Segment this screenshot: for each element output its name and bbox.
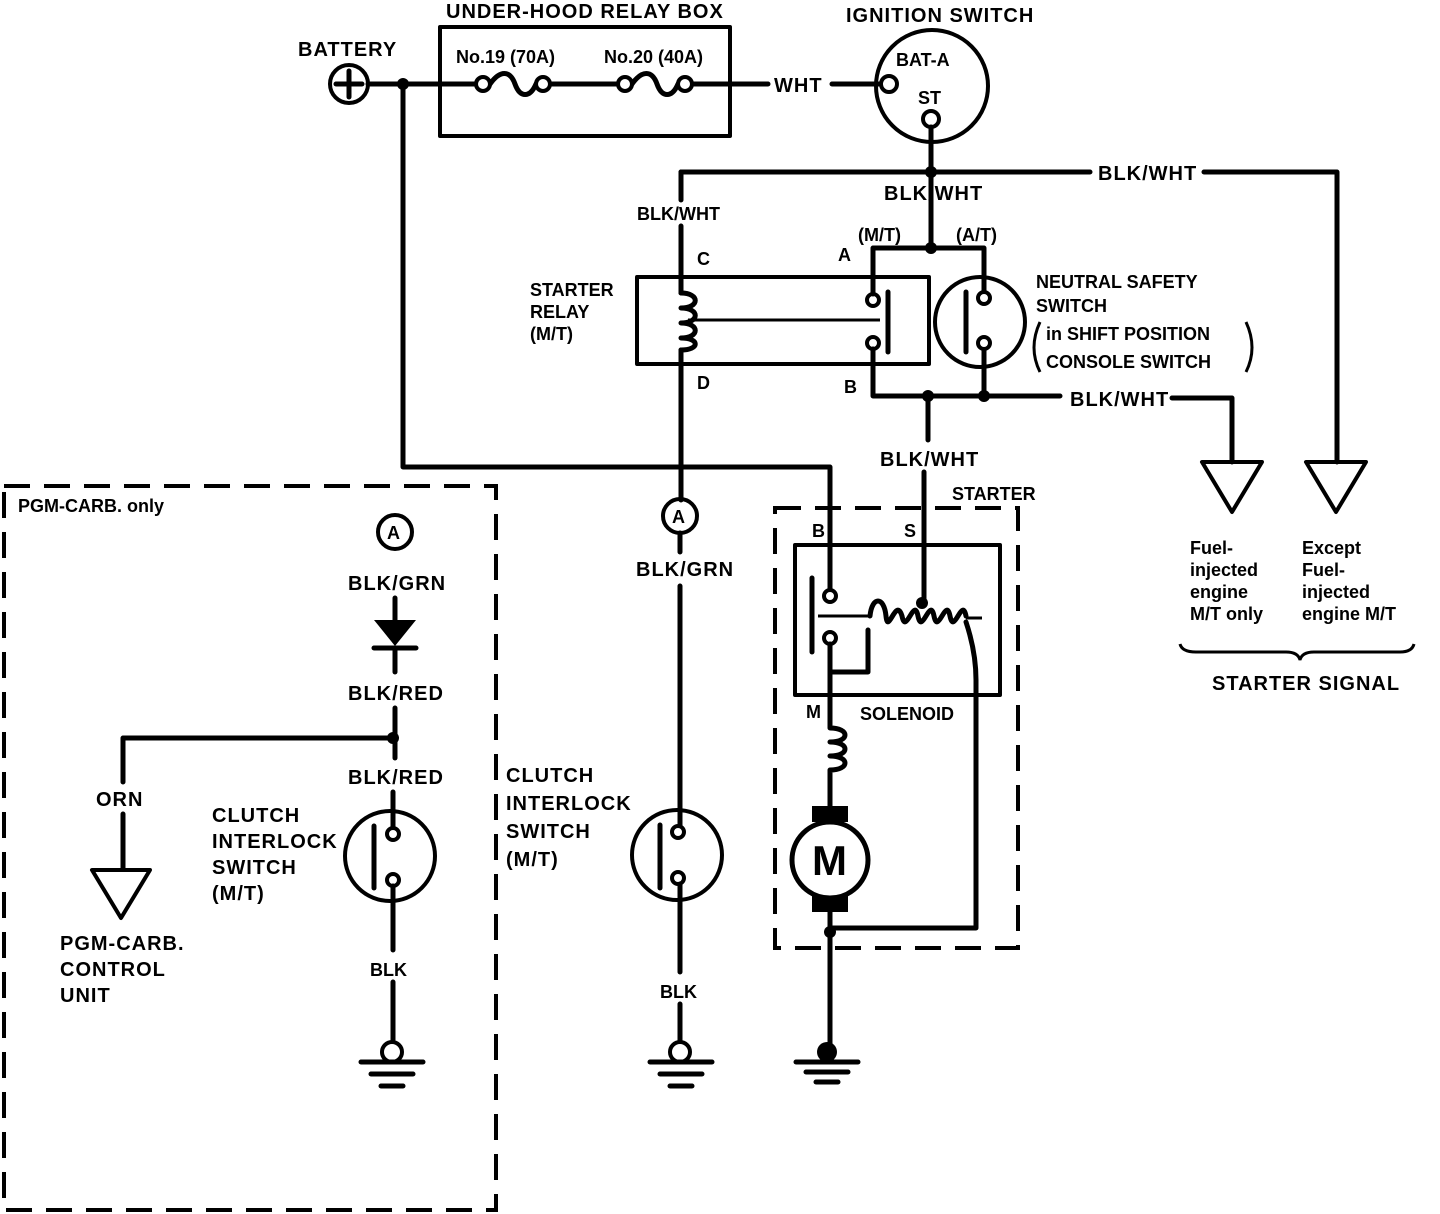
mid-ground [647,1040,715,1089]
starter-label: STARTER [952,484,1036,504]
starter-signal-label: STARTER SIGNAL [1212,673,1400,695]
term-b-starter-label: B [812,521,825,541]
st-label: ST [918,88,941,108]
term-m-label: M [806,702,821,722]
blk-wht-top-right-label: BLK/WHT [1098,163,1197,185]
clutch-interlock-left-label-1: CLUTCH [212,805,300,827]
fuel-injected-label-4: M/T only [1190,604,1263,624]
except-fuel-output-symbol [1304,460,1368,514]
battery-to-starter-b-wire [400,81,833,593]
blk-red-upper-label: BLK/RED [348,683,444,705]
solenoid-coil [867,598,969,625]
starter-relay-label-2: RELAY [530,302,589,322]
clutch-interlock-left-label-3: SWITCH [212,857,297,879]
console-switch-label: CONSOLE SWITCH [1046,352,1211,372]
connector-a-left-label: A [387,523,400,543]
solenoid-s-wire [921,393,931,605]
blk-mid-label: BLK [660,982,697,1002]
clutch-interlock-mid-label-3: SWITCH [506,821,591,843]
blk-wht-left-label: BLK/WHT [637,204,720,224]
solenoid-label: SOLENOID [860,704,954,724]
left-ground [358,1040,426,1089]
neutral-safety-label-2: SWITCH [1036,296,1107,316]
fuel-injected-label-1: Fuel- [1190,538,1233,558]
except-fuel-label-2: Fuel- [1302,560,1345,580]
clutch-interlock-mid-label-2: INTERLOCK [506,793,632,815]
fuse20-label: No.20 (40A) [604,47,703,67]
blk-wht-top-wire [678,169,1340,465]
battery: BATTERY [298,39,397,105]
except-fuel-label-1: Except [1302,538,1361,558]
fuse19-label: No.19 (70A) [456,47,555,67]
motor-label: M [812,837,847,884]
ignition-switch: IGNITION SWITCH BAT-A ST [846,5,1034,144]
starter-relay: STARTER RELAY (M/T) C A D B [530,245,931,397]
nss-junction [978,390,990,402]
starter-signal: Fuel- injected engine M/T only Except Fu… [1178,460,1416,695]
fuse20 [629,71,733,97]
relay-b-wire [870,346,1235,465]
ignition-switch-label: IGNITION SWITCH [846,5,1034,27]
under-hood-relay-box: UNDER-HOOD RELAY BOX No.19 (70A) No.20 (… [437,1,733,138]
term-a-label: A [838,245,851,265]
blk-wht-center-label: BLK/WHT [884,183,983,205]
starter: STARTER B S M SOLENOID M [773,484,1036,1051]
motor [789,819,871,901]
relay-box-label: UNDER-HOOD RELAY BOX [446,1,724,23]
pgm-carb-unit-label-2: CONTROL [60,959,166,981]
orn-wire [120,735,396,871]
pgm-carb-box: PGM-CARB. only A BLK/GRN BLK/RED BLK/RED… [2,484,498,1212]
blk-left-label: BLK [370,960,407,980]
diode [374,620,416,646]
solenoid-box [793,543,1002,697]
fuse19 [437,71,621,97]
clutch-interlock-switch-left [343,809,437,903]
shift-position-label: in SHIFT POSITION [1046,324,1210,344]
term-b-relay-label: B [844,377,857,397]
blk-red-lower-label: BLK/RED [348,767,444,789]
clutch-interlock-switch-mid: CLUTCH INTERLOCK SWITCH (M/T) [506,765,724,902]
fuel-injected-label-2: injected [1190,560,1258,580]
clutch-interlock-mid-label-4: (M/T) [506,849,559,871]
connector-a-mid-label: A [672,507,685,527]
pgm-carb-unit-label-1: PGM-CARB. [60,933,185,955]
clutch-interlock-left-label-2: INTERLOCK [212,831,338,853]
pgm-carb-output-symbol [90,868,152,920]
neutral-safety-switch: NEUTRAL SAFETY SWITCH in SHIFT POSITION … [933,272,1254,373]
except-fuel-label-4: engine M/T [1302,604,1396,624]
field-coil [827,669,848,809]
blk-wht-mid-right-label: BLK/WHT [1070,389,1169,411]
blk-wht-lower-label: BLK/WHT [880,449,979,471]
term-c-label: C [697,249,710,269]
term-s-label: S [904,521,916,541]
battery-label: BATTERY [298,39,397,61]
pgm-carb-unit-label-3: UNIT [60,985,111,1007]
term-d-label: D [697,373,710,393]
starter-relay-label-1: STARTER [530,280,614,300]
orn-label: ORN [96,789,143,811]
relay-coil [678,290,698,353]
connector-a-mid: A [661,497,699,535]
at-label: (A/T) [956,225,997,245]
neutral-safety-label-1: NEUTRAL SAFETY [1036,272,1198,292]
fuel-injected-label-3: engine [1190,582,1248,602]
blk-grn-left-label: BLK/GRN [348,573,446,595]
pgm-carb-only-label: PGM-CARB. only [18,496,164,516]
starter-ground [793,1042,861,1085]
connector-a-left [376,513,414,551]
bat-a-label: BAT-A [896,50,950,70]
mt-label: (M/T) [858,225,901,245]
starter-relay-label-3: (M/T) [530,324,573,344]
fuel-injected-output-symbol [1200,460,1264,514]
clutch-interlock-left-label-4: (M/T) [212,883,265,905]
clutch-interlock-mid-label-1: CLUTCH [506,765,594,787]
mt-at-junction [925,242,937,254]
wht-label: WHT [774,75,823,97]
blk-grn-mid-label: BLK/GRN [636,559,734,581]
except-fuel-label-3: injected [1302,582,1370,602]
